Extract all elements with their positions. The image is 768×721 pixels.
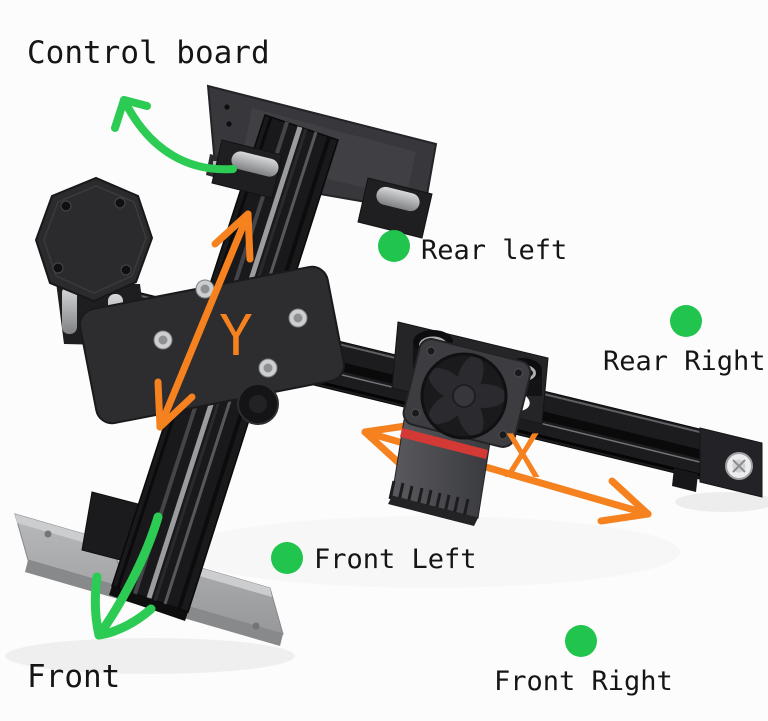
marker-dot-front-left [271, 542, 303, 574]
marker-label-front-left: Front Left [314, 544, 477, 575]
rear-roller-right [357, 177, 433, 239]
marker-label-front-right: Front Right [494, 666, 673, 697]
front-label: Front [27, 659, 121, 695]
control-board-arrow [111, 96, 237, 174]
y-axis-arrow [154, 210, 254, 431]
idler-pulley [725, 452, 753, 480]
marker-label-rear-left: Rear left [421, 235, 568, 266]
y-carriage-plate [79, 265, 345, 425]
cooling-fan [402, 338, 532, 448]
laser-red-stripe [400, 428, 488, 459]
axis-y-label: Y [219, 304, 253, 369]
rear-roller-left [211, 139, 283, 199]
control-board-label: Control board [27, 35, 270, 71]
marker-dot-rear-left [378, 230, 410, 262]
axis-x-label: X [504, 422, 540, 492]
marker-dot-front-right [565, 625, 597, 657]
marker-label-rear-right: Rear Right [603, 346, 766, 377]
laser-module [388, 321, 549, 526]
front-arrow [90, 512, 163, 640]
ground-shadows [5, 492, 768, 674]
carriage-screws [153, 279, 308, 378]
marker-dot-rear-right [670, 305, 702, 337]
limit-tab [672, 468, 698, 492]
